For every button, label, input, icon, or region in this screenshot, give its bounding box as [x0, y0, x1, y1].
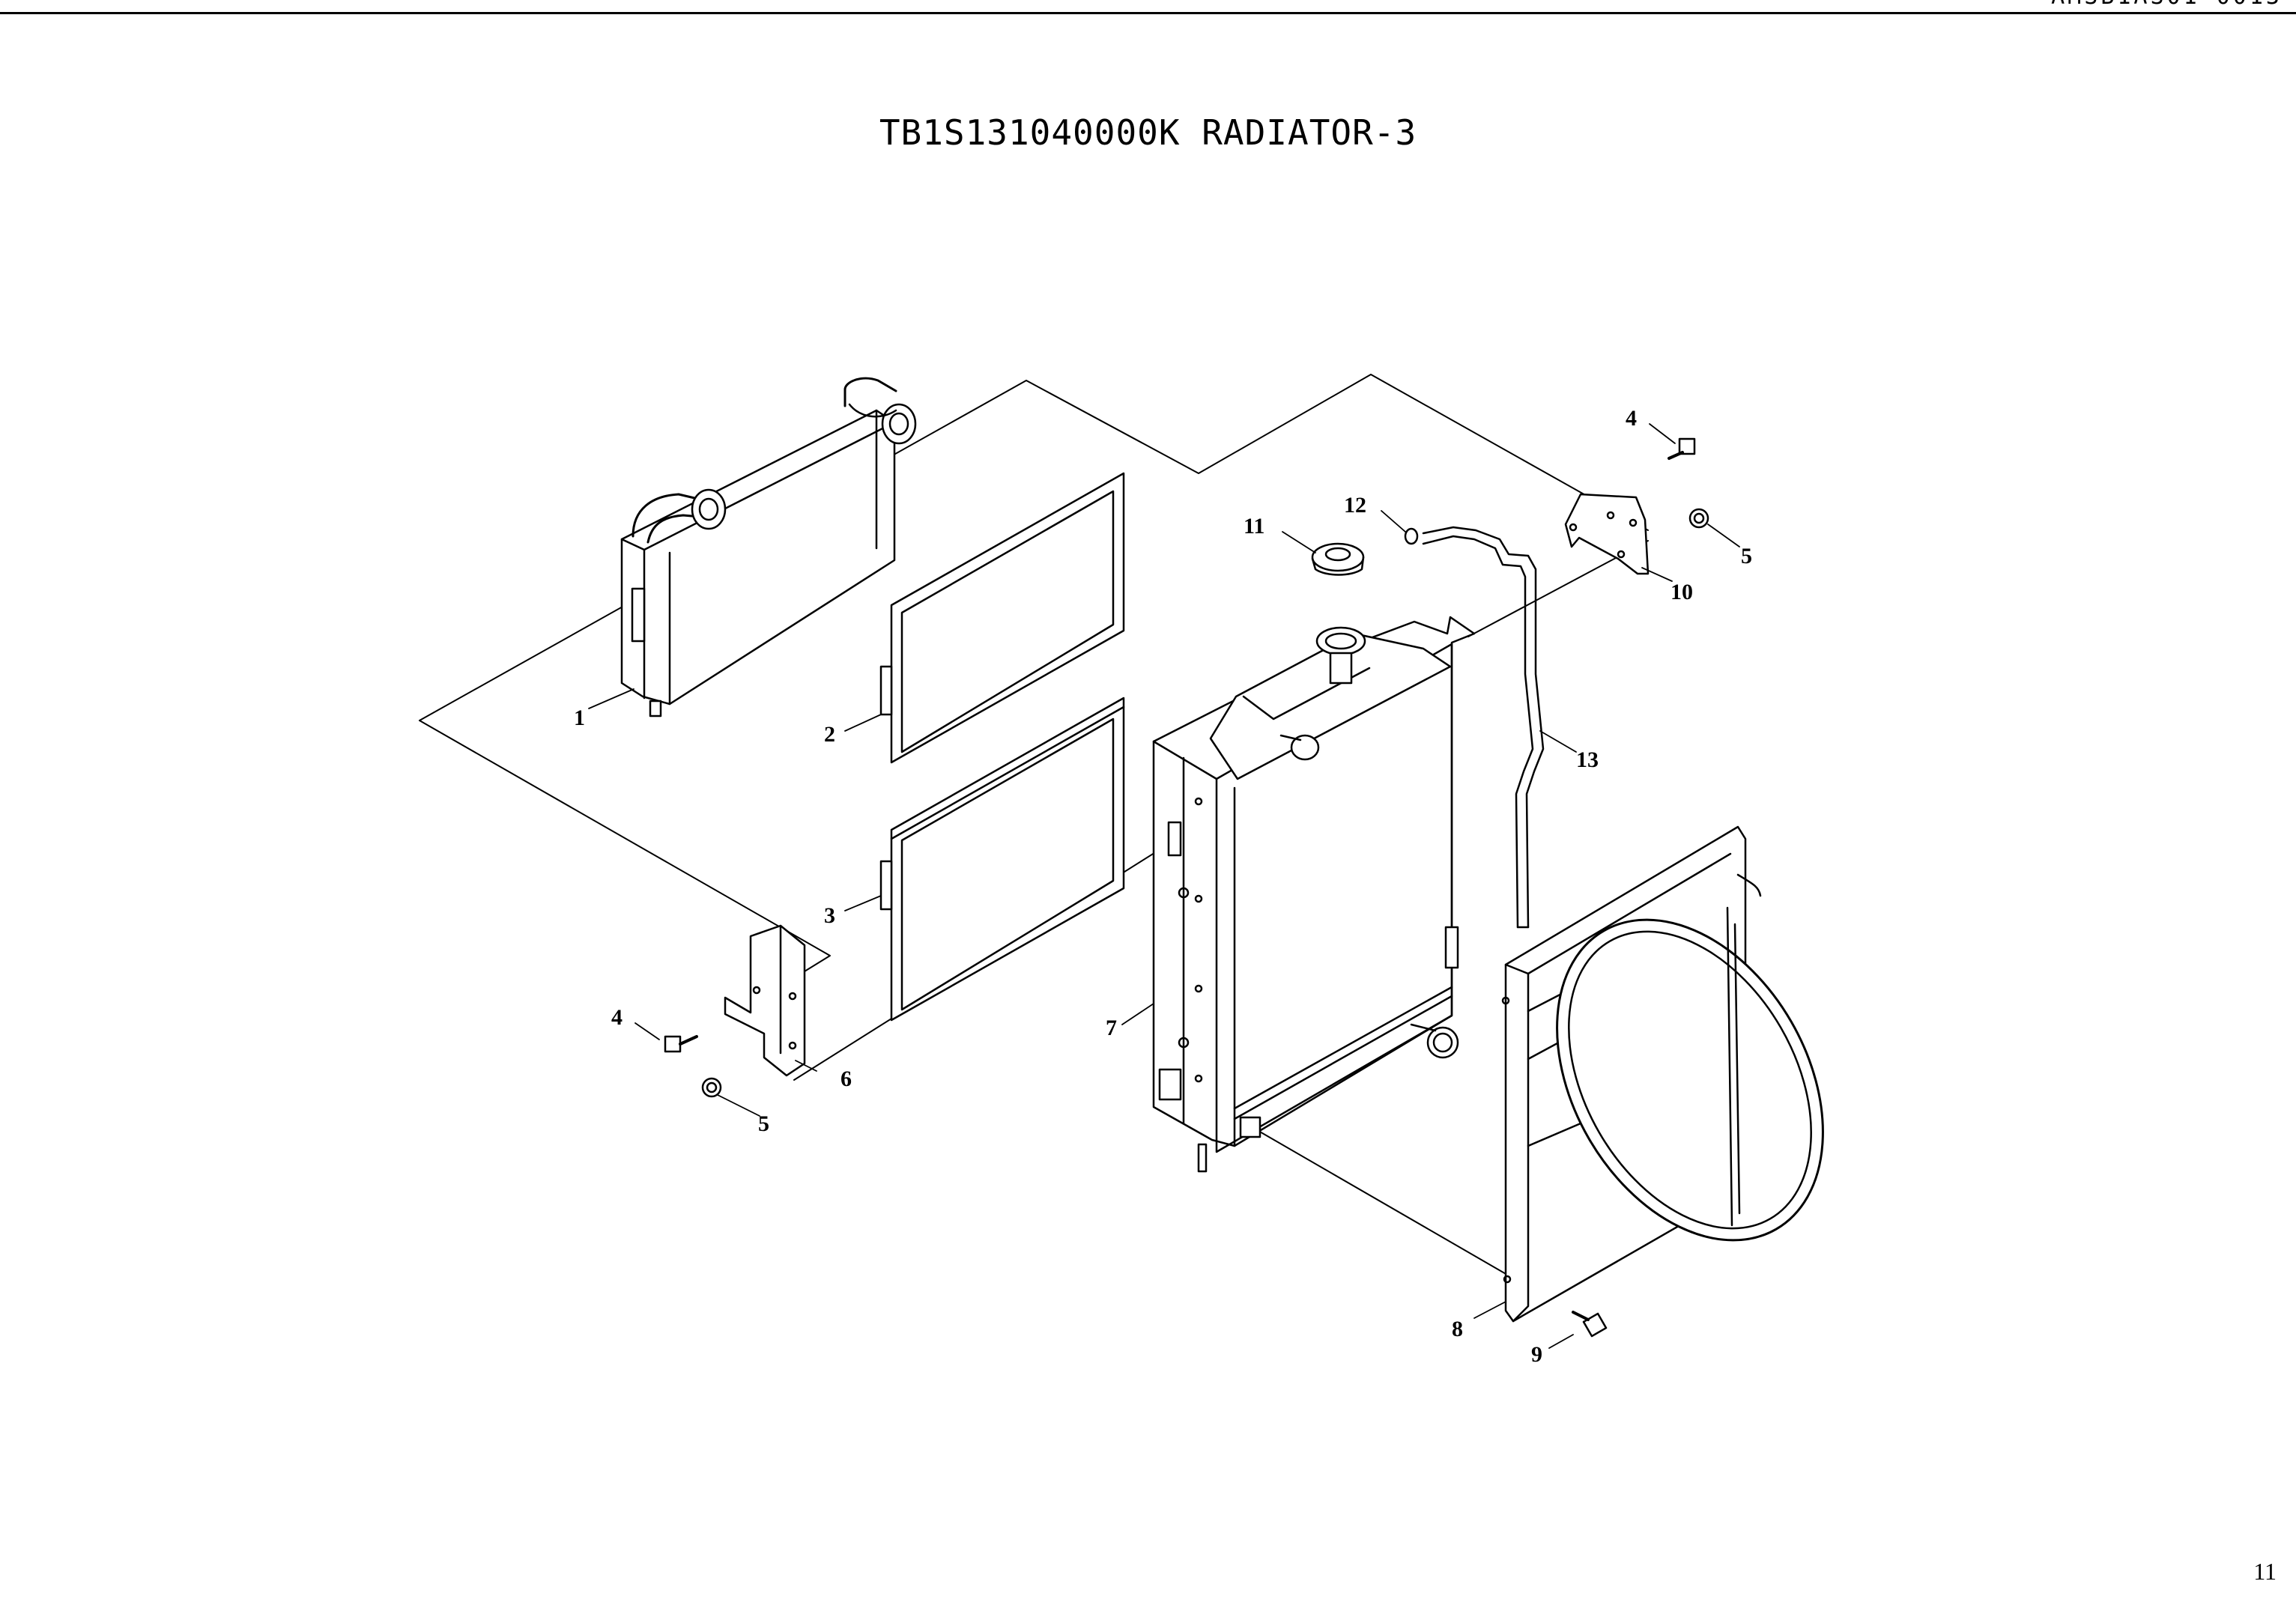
- callout-4-lower: 4: [611, 1005, 623, 1030]
- callout-4-upper: 4: [1626, 406, 1637, 431]
- radiator-core: [1152, 616, 1476, 1173]
- callout-2: 2: [824, 722, 835, 747]
- callout-7: 7: [1106, 1016, 1117, 1040]
- callout-5-upper: 5: [1741, 544, 1752, 568]
- hose-fitting: [1404, 527, 1419, 545]
- intercooler-part: [620, 377, 917, 717]
- overflow-hose: [1422, 526, 1545, 929]
- fan-shroud-bolt: [1572, 1311, 1608, 1338]
- callout-5-lower: 5: [758, 1111, 769, 1136]
- seal-frame-lower: [879, 697, 1125, 1022]
- callout-9: 9: [1531, 1342, 1542, 1367]
- page-number: 11: [2253, 1558, 2277, 1585]
- callout-3: 3: [824, 903, 835, 928]
- header-rule: [0, 12, 2296, 14]
- callout-13: 13: [1576, 747, 1599, 772]
- bolt-upper: [1668, 437, 1696, 460]
- nut-upper: [1688, 508, 1709, 529]
- nut-lower: [701, 1077, 722, 1098]
- callout-8: 8: [1452, 1317, 1463, 1341]
- document-code: AMSB1AS01-0013: [2051, 0, 2283, 10]
- page-title: TB1S131040000K RADIATOR-3: [879, 112, 1417, 153]
- seal-frame-upper: [879, 472, 1125, 764]
- callout-6: 6: [840, 1067, 852, 1091]
- bolt-lower: [664, 1035, 698, 1053]
- side-bracket: [724, 924, 806, 1077]
- radiator-cap-part: [1311, 542, 1365, 576]
- callout-10: 10: [1670, 580, 1693, 604]
- callout-12: 12: [1344, 493, 1366, 518]
- fan-shroud: [1501, 825, 1824, 1323]
- callout-1: 1: [574, 706, 585, 730]
- mounting-plate: [1564, 493, 1650, 575]
- leader-lines: [588, 423, 1740, 1349]
- callout-11: 11: [1244, 514, 1264, 538]
